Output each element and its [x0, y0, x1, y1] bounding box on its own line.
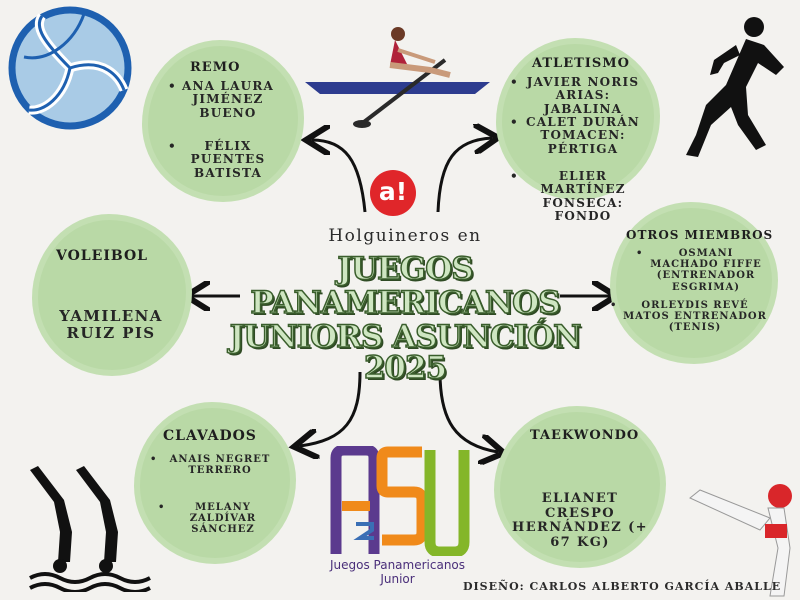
remo-title: REMO: [190, 60, 241, 75]
atletismo-title: ATLETISMO: [532, 56, 630, 71]
clavados-title: CLAVADOS: [163, 428, 257, 444]
atletismo-member-1: JAVIER NORIS ARIAS: JABALINA: [510, 75, 646, 116]
asu-caption-line-1: Juegos Panamericanos: [329, 558, 466, 572]
voleibol-member-1: YAMILENA RUIZ PIS: [59, 307, 163, 342]
divers-icon: [29, 466, 151, 592]
asu-caption: Juegos Panamericanos Junior: [320, 558, 475, 587]
otros-member-2: ORLEYDIS REVÉ MATOS ENTRENADOR (TENIS): [610, 300, 770, 334]
otros-title: OTROS MIEMBROS: [626, 228, 774, 242]
title-line-3: JUNIORS ASUNCIÓN 2025: [229, 319, 582, 386]
taekwondo-member-1: ELIANET CRESPO HERNÁNDEZ (+ 67 KG): [512, 491, 648, 550]
voleibol-title: VOLEIBOL: [56, 248, 149, 264]
atletismo-member-3: ELIER MARTÍNEZ FONSECA: FONDO: [510, 169, 646, 224]
taekwondo-bubble: [500, 412, 660, 562]
voleibol-bubble: [38, 220, 186, 370]
rower-icon: [305, 27, 490, 128]
site-logo: a!: [370, 170, 416, 216]
runner-icon: [686, 17, 784, 157]
title-line-2: PANAMERICANOS: [250, 285, 562, 321]
taekwondo-fighter-icon: [689, 484, 792, 597]
taekwondo-title: TAEKWONDO: [530, 428, 640, 443]
title-line-1: JUEGOS: [337, 251, 475, 287]
asu-logo: [330, 446, 470, 556]
clavados-member-1: ANAIS NEGRET TERRERO: [150, 454, 280, 476]
atletismo-member-2: CALET DURÁN TOMACEN: PÉRTIGA: [510, 115, 646, 156]
otros-member-1: OSMANI MACHADO FIFFE (ENTRENADOR ESGRIMA…: [636, 248, 766, 293]
asu-caption-line-2: Junior: [380, 572, 415, 587]
remo-member-1: ANA LAURA JIMÉNEZ BUENO: [168, 79, 278, 120]
clavados-member-2: MELANY ZALDÍVAR SÁNCHEZ: [158, 502, 278, 536]
remo-member-2: FÉLIX PUENTES BATISTA: [168, 139, 278, 180]
pre-title: Holguineros en: [328, 226, 482, 246]
volleyball-icon: [8, 6, 132, 130]
design-credit: DISEÑO: CARLOS ALBERTO GARCÍA ABALLE: [463, 580, 782, 593]
